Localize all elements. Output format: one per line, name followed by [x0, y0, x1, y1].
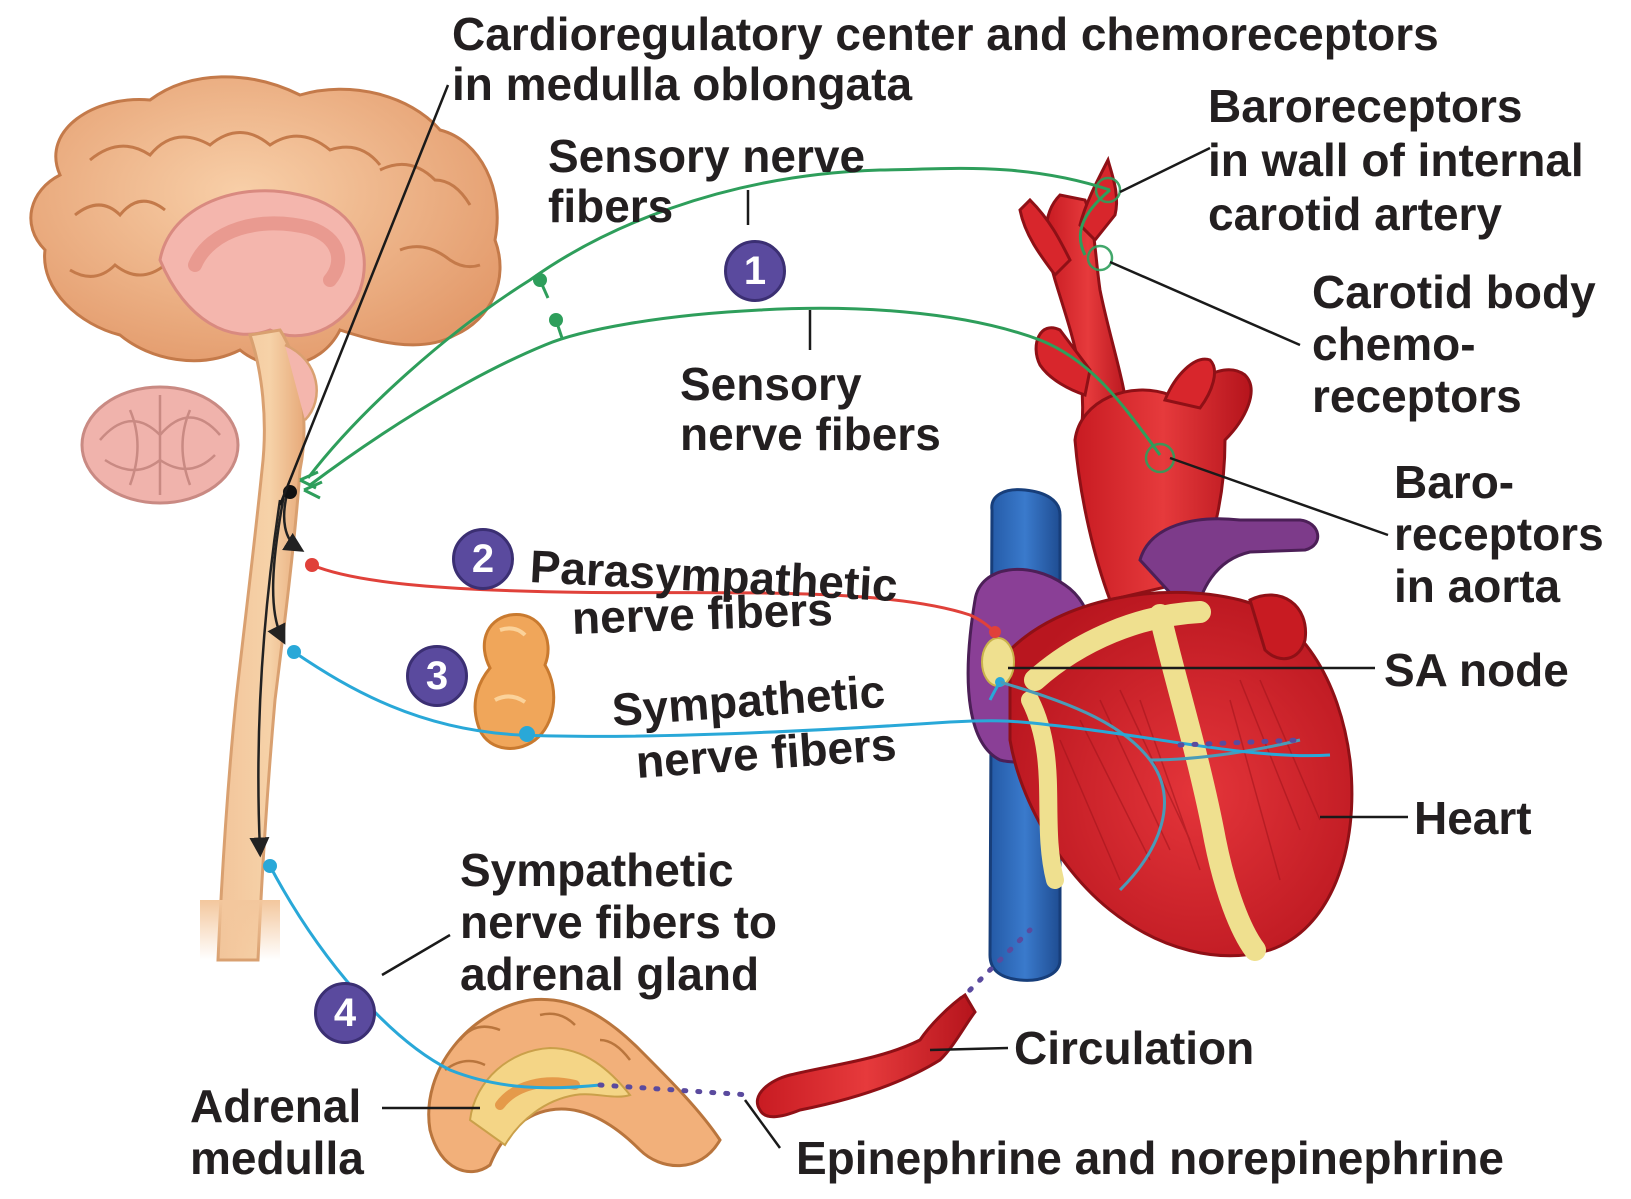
step-badge-4: 4 [314, 982, 376, 1044]
label-sensory-lower-line1: Sensory [680, 358, 862, 410]
brain [31, 77, 500, 960]
label-sympathetic-adrenal-line2: nerve fibers to [460, 896, 777, 948]
step-badge-1: 1 [724, 240, 786, 302]
label-carotid-body-line2: chemo- [1312, 318, 1476, 370]
label-sympathetic-adrenal-line1: Sympathetic [460, 844, 734, 896]
label-carotid-body-line1: Carotid body [1312, 266, 1596, 318]
label-sensory-upper-line2: fibers [548, 180, 673, 232]
label-carotid-body-line3: receptors [1312, 370, 1522, 422]
label-cardioregulatory-line1: Cardioregulatory center and chemorecepto… [452, 8, 1439, 60]
label-baroreceptors-aorta-line2: receptors [1394, 508, 1604, 560]
label-sa-node: SA node [1384, 644, 1569, 696]
label-baroreceptors-carotid-line2: in wall of internal [1208, 134, 1584, 186]
label-baroreceptors-carotid-line1: Baroreceptors [1208, 80, 1522, 132]
label-sensory-lower-line2: nerve fibers [680, 408, 941, 460]
label-sensory-upper-line1: Sensory nerve [548, 130, 865, 182]
label-sympathetic-adrenal-line3: adrenal gland [460, 948, 759, 1000]
label-circulation: Circulation [1014, 1022, 1254, 1074]
label-parasympathetic-line2: nerve fibers [571, 583, 833, 644]
label-baroreceptors-aorta-line3: in aorta [1394, 560, 1560, 612]
step-number: 2 [472, 537, 494, 581]
label-epinephrine: Epinephrine and norepinephrine [796, 1132, 1504, 1184]
step-badge-2: 2 [452, 528, 514, 590]
step-number: 4 [334, 991, 356, 1035]
label-cardioregulatory-line2: in medulla oblongata [452, 58, 912, 110]
label-adrenal-line2: medulla [190, 1132, 364, 1184]
label-baroreceptors-carotid-line3: carotid artery [1208, 188, 1502, 240]
label-adrenal-line1: Adrenal [190, 1080, 361, 1132]
cerebellum [82, 387, 238, 503]
step-badge-3: 3 [406, 645, 468, 707]
adrenal-gland [429, 999, 720, 1171]
label-baroreceptors-aorta-line1: Baro- [1394, 456, 1514, 508]
label-heart: Heart [1414, 792, 1532, 844]
blood-vessel [757, 995, 975, 1117]
sympathetic-ganglion [475, 614, 554, 748]
step-number: 1 [744, 249, 766, 293]
step-number: 3 [426, 654, 448, 698]
